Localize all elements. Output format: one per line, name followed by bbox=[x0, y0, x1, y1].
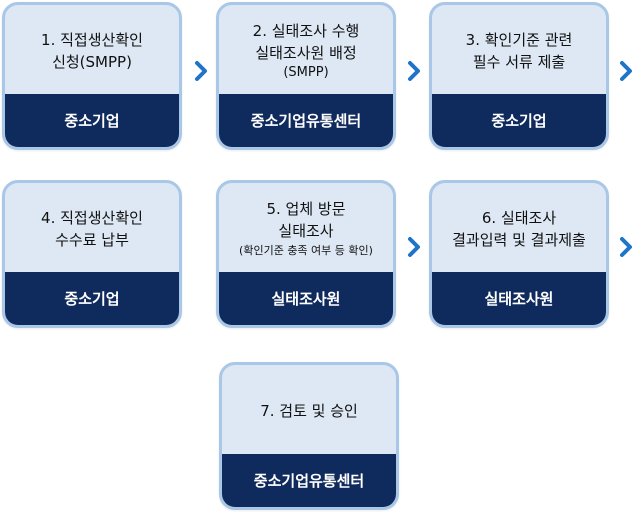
step-title-line: 7. 검토 및 승인 bbox=[260, 402, 358, 420]
step-title-line: 5. 업체 방문 bbox=[266, 200, 346, 218]
process-step-7: 7. 검토 및 승인 중소기업유통센터 bbox=[219, 362, 399, 510]
step-note: (확인기준 충족 여부 등 확인) bbox=[239, 244, 373, 257]
process-step-3: 3. 확인기준 관련 필수 서류 제출 중소기업 bbox=[429, 2, 609, 150]
chevron-right-icon bbox=[619, 236, 633, 258]
process-step-6: 6. 실태조사 결과입력 및 결과제출 실태조사원 bbox=[429, 180, 609, 328]
step-title-line: 실태조사원 배정 bbox=[255, 44, 357, 62]
step-title: 2. 실태조사 수행 실태조사원 배정 (SMPP) bbox=[219, 5, 393, 97]
step-title: 7. 검토 및 승인 bbox=[222, 365, 396, 457]
process-step-2: 2. 실태조사 수행 실태조사원 배정 (SMPP) 중소기업유통센터 bbox=[216, 2, 396, 150]
step-title: 4. 직접생산확인 수수료 납부 bbox=[5, 183, 179, 275]
step-title: 6. 실태조사 결과입력 및 결과제출 bbox=[432, 183, 606, 275]
step-title-line: 결과입력 및 결과제출 bbox=[452, 231, 586, 249]
step-title: 1. 직접생산확인 신청(SMPP) bbox=[5, 5, 179, 97]
step-title-line: 1. 직접생산확인 bbox=[41, 31, 143, 49]
chevron-right-icon bbox=[407, 236, 421, 258]
step-note: (SMPP) bbox=[283, 65, 329, 80]
step-actor: 실태조사원 bbox=[432, 272, 606, 325]
step-title: 5. 업체 방문 실태조사 (확인기준 충족 여부 등 확인) bbox=[219, 183, 393, 275]
step-title-line: 수수료 납부 bbox=[55, 231, 129, 249]
chevron-right-icon bbox=[194, 60, 208, 82]
step-actor: 중소기업 bbox=[5, 272, 179, 325]
step-actor: 실태조사원 bbox=[219, 272, 393, 325]
step-title-line: 3. 확인기준 관련 bbox=[465, 31, 573, 49]
chevron-right-icon bbox=[619, 60, 633, 82]
step-title-line: 신청(SMPP) bbox=[52, 53, 132, 71]
process-step-4: 4. 직접생산확인 수수료 납부 중소기업 bbox=[2, 180, 182, 328]
step-title: 3. 확인기준 관련 필수 서류 제출 bbox=[432, 5, 606, 97]
step-actor: 중소기업 bbox=[5, 94, 179, 147]
step-title-line: 4. 직접생산확인 bbox=[41, 209, 143, 227]
step-actor: 중소기업 bbox=[432, 94, 606, 147]
process-step-5: 5. 업체 방문 실태조사 (확인기준 충족 여부 등 확인) 실태조사원 bbox=[216, 180, 396, 328]
step-actor: 중소기업유통센터 bbox=[219, 94, 393, 147]
step-title-line: 2. 실태조사 수행 bbox=[252, 22, 360, 40]
step-title-line: 실태조사 bbox=[278, 222, 334, 240]
step-title-line: 필수 서류 제출 bbox=[472, 53, 566, 71]
step-actor: 중소기업유통센터 bbox=[222, 454, 396, 507]
step-title-line: 6. 실태조사 bbox=[481, 209, 557, 227]
process-step-1: 1. 직접생산확인 신청(SMPP) 중소기업 bbox=[2, 2, 182, 150]
chevron-right-icon bbox=[407, 60, 421, 82]
